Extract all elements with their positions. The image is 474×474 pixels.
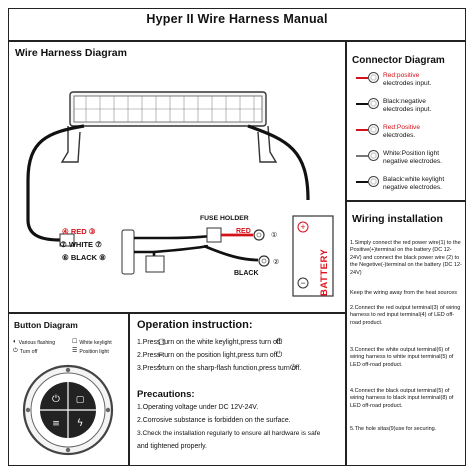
manual-title: Hyper II Wire Harness Manual [146, 12, 328, 26]
operation-line-3: 3.Press turn on the sharp-flash function… [137, 365, 302, 372]
wiring-step-4: 4.Connect the black output terminal(5) o… [350, 388, 454, 409]
svg-text:−: − [300, 278, 305, 288]
svg-text:≡: ≡ [52, 419, 60, 429]
wiring-note: Keep the wiring away from the heat sourc… [350, 290, 458, 296]
precaution-line-2: 2.Corrosive substance is forbidden on th… [137, 417, 291, 424]
terminal-1-label: ① [271, 232, 278, 239]
lead-black-icon [356, 103, 368, 105]
svg-text:▢: ▢ [76, 395, 85, 405]
svg-text:⏻: ⏻ [52, 394, 60, 405]
fuse-black-label: BLACK [234, 270, 259, 277]
lead-black-icon [356, 181, 368, 183]
fuse-holder [206, 227, 222, 243]
lead-red-icon [356, 77, 368, 79]
black-power-wire [203, 244, 259, 262]
legend-position-light: ☰ Position light [72, 348, 109, 355]
fuse-holder-label: FUSE HOLDER [200, 215, 249, 222]
right-bracket [257, 125, 278, 163]
svg-text:ϟ: ϟ [77, 418, 84, 429]
button-heading: Button Diagram [14, 320, 78, 330]
wiring-heading: Wiring installation [352, 213, 443, 225]
keylight-icon: ▢ [158, 337, 166, 346]
legend-flashing: ◐ Various flashing [13, 339, 56, 346]
control-button-panel[interactable]: ⏻ ▢ ≡ ϟ [20, 362, 116, 460]
title-divider [8, 40, 466, 42]
legend-white-keylight: ☐ White keylight [72, 339, 112, 346]
precautions-heading: Precautions: [137, 389, 195, 400]
connector-heading: Connector Diagram [352, 55, 445, 66]
red-harness-wire [134, 234, 217, 240]
keylight-icon: ☐ [72, 339, 78, 345]
wire-harness-diagram: + − [26, 91, 334, 297]
precaution-line-1: 1.Operating voltage under DC 12V-24V. [137, 404, 259, 411]
column-divider [345, 40, 347, 466]
legend-turn-off: ⏻ Turn off [13, 348, 38, 355]
manual-frame [8, 8, 466, 466]
power-icon: ⏻ [276, 337, 283, 346]
ring-terminal-icon [368, 150, 379, 161]
wire-harness-heading: Wire Harness Diagram [15, 47, 127, 59]
battery-label: BATTERY [319, 248, 330, 296]
fuse-red-label: RED [236, 228, 251, 235]
wiring-step-2: 2.Connect the red output terminal(3) of … [350, 305, 461, 326]
operation-line-1: 1.Press turn on the white keylight,press… [137, 339, 283, 346]
ring-terminal-icon [368, 124, 379, 135]
operation-heading: Operation instruction: [137, 319, 253, 331]
flash-icon: ◐ [13, 339, 17, 345]
bottom-divider [8, 312, 346, 314]
precaution-line-3: 3.Check the installation regularly to en… [137, 430, 321, 437]
lead-white-icon [356, 155, 368, 157]
position-light-icon: ☰ [72, 348, 78, 354]
harness-black-label: ⑥ BLACK ⑧ [62, 253, 106, 262]
connector-divider [345, 200, 466, 202]
wiring-step-5: 5.The hole sitas(9)use for securing. [350, 426, 437, 432]
harness-red-label: ④ RED ③ [62, 227, 96, 236]
button-divider [128, 312, 130, 466]
harness-white-label: ⑦ WHITE ⑦ [60, 240, 102, 249]
wiring-step-1: 1.Simply connect the red power wire(1) t… [350, 240, 462, 276]
lead-red-icon [356, 129, 368, 131]
svg-text:+: + [300, 222, 305, 232]
precaution-line-4: and tightened properly. [137, 443, 207, 450]
power-icon: ⏻ [13, 348, 18, 354]
relay-box [145, 255, 165, 273]
operation-line-2: 2.Press turn on the position light,press… [137, 352, 280, 359]
left-bracket [60, 126, 81, 163]
ring-terminal-icon [368, 98, 379, 109]
ring-terminal-icon [368, 72, 379, 83]
power-icon: ⏻ [290, 363, 297, 372]
position-light-icon: ≡ [158, 350, 163, 359]
flash-icon: ϟ [158, 363, 163, 372]
wiring-step-3: 3.Connect the white output terminal(6) o… [350, 347, 454, 368]
black-lead-wire [26, 124, 85, 242]
terminal-2-label: ② [273, 259, 280, 266]
ring-terminal-icon [368, 176, 379, 187]
power-icon: ⏻ [276, 350, 283, 359]
